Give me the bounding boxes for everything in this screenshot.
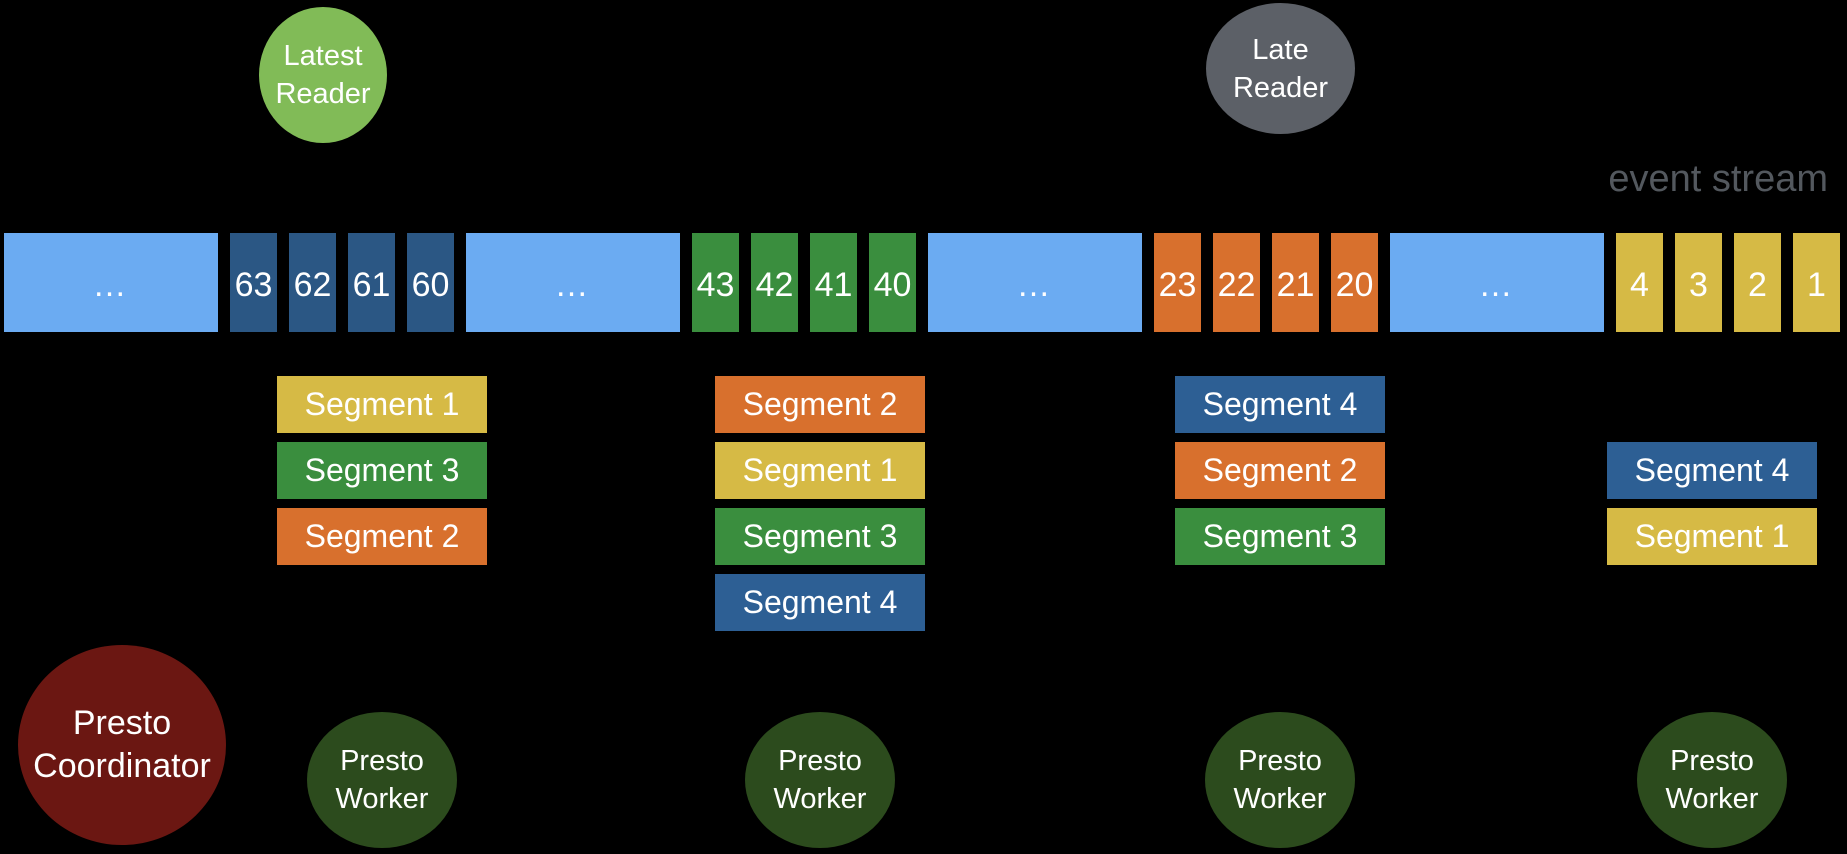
segment-box: Segment 2 [1175, 442, 1385, 499]
late-reader-circle: Late Reader [1206, 3, 1355, 134]
stream-gap-block: … [466, 233, 680, 332]
stream-event-block-22: 22 [1213, 233, 1260, 332]
segment-box: Segment 2 [715, 376, 925, 433]
segment-box: Segment 4 [1607, 442, 1817, 499]
stream-event-block-2: 2 [1734, 233, 1781, 332]
segment-box: Segment 4 [715, 574, 925, 631]
segment-box: Segment 3 [277, 442, 487, 499]
late-reader-label-line2: Reader [1232, 71, 1329, 104]
presto-worker-label-line1: Presto [1670, 745, 1754, 777]
presto-worker-2-circle: Presto Worker [745, 712, 895, 848]
presto-worker-label-line1: Presto [340, 745, 424, 777]
presto-coordinator-label-line1: Presto [72, 704, 172, 742]
stream-event-block-40: 40 [869, 233, 916, 332]
segment-box: Segment 1 [277, 376, 487, 433]
stream-event-block-62: 62 [289, 233, 336, 332]
event-stream-caption: event stream [1608, 158, 1828, 200]
stream-event-block-42: 42 [751, 233, 798, 332]
stream-gap-block: … [4, 233, 218, 332]
presto-worker-1-circle: Presto Worker [307, 712, 457, 848]
stream-event-block-60: 60 [407, 233, 454, 332]
stream-event-block-20: 20 [1331, 233, 1378, 332]
segment-stack-worker-1: Segment 1 Segment 3 Segment 2 [277, 376, 487, 565]
presto-worker-label-line2: Worker [335, 783, 429, 815]
stream-event-block-63: 63 [230, 233, 277, 332]
latest-reader-circle: Latest Reader [259, 7, 387, 143]
presto-worker-label-line1: Presto [1238, 745, 1322, 777]
stream-gap-block: … [1390, 233, 1604, 332]
presto-worker-3-circle: Presto Worker [1205, 712, 1355, 848]
segment-stack-worker-2: Segment 2 Segment 1 Segment 3 Segment 4 [715, 376, 925, 631]
segment-stack-worker-3: Segment 4 Segment 2 Segment 3 [1175, 376, 1385, 565]
presto-worker-label-line2: Worker [1233, 783, 1327, 815]
stream-event-block-43: 43 [692, 233, 739, 332]
presto-worker-label-line1: Presto [778, 745, 862, 777]
latest-reader-label-line1: Latest [283, 40, 363, 72]
presto-coordinator-circle: Presto Coordinator [18, 645, 226, 845]
stream-event-block-1: 1 [1793, 233, 1840, 332]
presto-coordinator-label-line2: Coordinator [33, 747, 211, 785]
latest-reader-label-line2: Reader [275, 78, 371, 110]
stream-event-block-21: 21 [1272, 233, 1319, 332]
stream-gap-block: … [928, 233, 1142, 332]
presto-worker-4-circle: Presto Worker [1637, 712, 1787, 848]
segment-box: Segment 2 [277, 508, 487, 565]
presto-worker-label-line2: Worker [773, 783, 867, 815]
segment-box: Segment 3 [1175, 508, 1385, 565]
segment-stack-worker-4: Segment 4 Segment 1 [1607, 442, 1817, 565]
stream-event-block-23: 23 [1154, 233, 1201, 332]
stream-event-block-41: 41 [810, 233, 857, 332]
presto-worker-label-line2: Worker [1665, 783, 1759, 815]
late-reader-label-line1: Late [1252, 33, 1309, 66]
stream-event-block-4: 4 [1616, 233, 1663, 332]
segment-box: Segment 3 [715, 508, 925, 565]
segment-box: Segment 4 [1175, 376, 1385, 433]
stream-event-block-3: 3 [1675, 233, 1722, 332]
segment-box: Segment 1 [715, 442, 925, 499]
segment-box: Segment 1 [1607, 508, 1817, 565]
stream-event-block-61: 61 [348, 233, 395, 332]
